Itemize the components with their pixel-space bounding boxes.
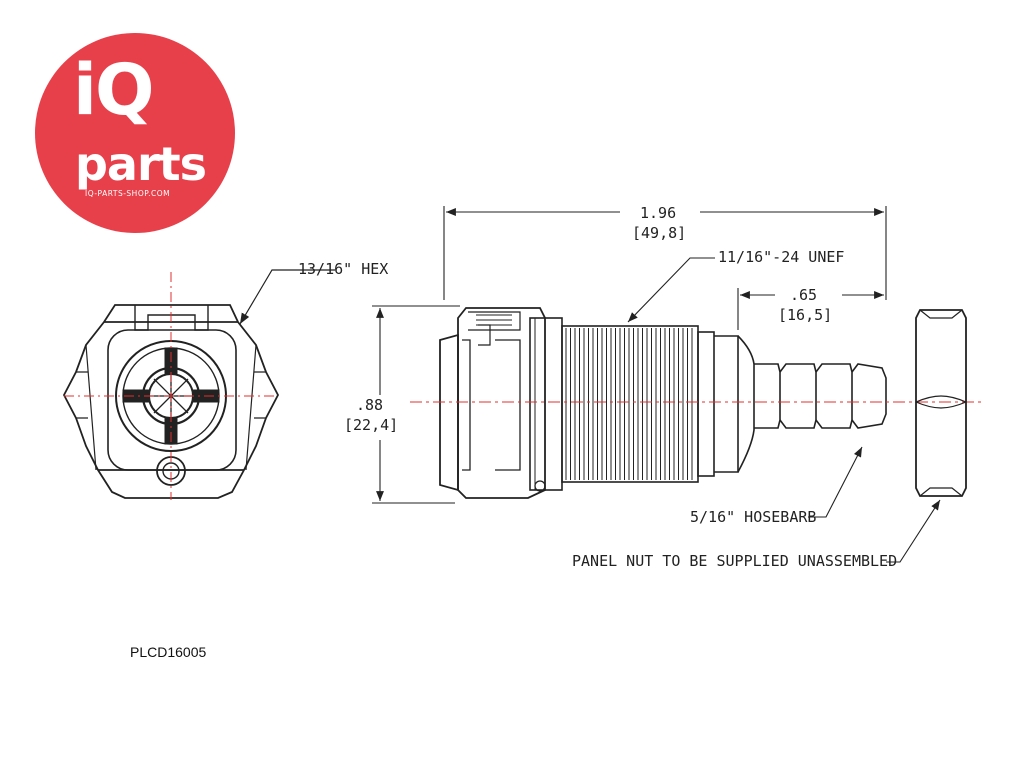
side-view	[439, 307, 887, 499]
hex-size-label: 13/16" HEX	[298, 260, 389, 278]
hex-leader	[239, 269, 335, 325]
panel-nut	[915, 309, 967, 497]
front-centerlines	[64, 272, 278, 500]
hosebarb-label: 5/16" HOSEBARB	[690, 508, 817, 526]
thread-hatching	[565, 328, 693, 480]
panel-nut-note: PANEL NUT TO BE SUPPLIED UNASSEMBLED	[572, 552, 898, 570]
dimension-lines	[372, 206, 941, 563]
overall-length-in-label: 1.96	[640, 204, 677, 222]
part-number: PLCD16005	[130, 644, 207, 660]
diameter-mm-label: [22,4]	[344, 416, 399, 434]
front-view	[62, 304, 280, 499]
logo-url: IQ-PARTS-SHOP.COM	[85, 189, 171, 198]
barb-length-in-label: .65	[790, 286, 818, 304]
barb-length-mm-label: [16,5]	[778, 306, 833, 324]
iq-parts-logo: iQ parts IQ-PARTS-SHOP.COM	[35, 33, 235, 233]
logo-word: parts	[75, 137, 207, 191]
hex-outline	[62, 304, 280, 499]
thread-spec-label: 11/16"-24 UNEF	[718, 248, 845, 266]
logo-mark: iQ	[73, 49, 155, 131]
diameter-in-label: .88	[356, 396, 384, 414]
overall-length-mm-label: [49,8]	[632, 224, 687, 242]
